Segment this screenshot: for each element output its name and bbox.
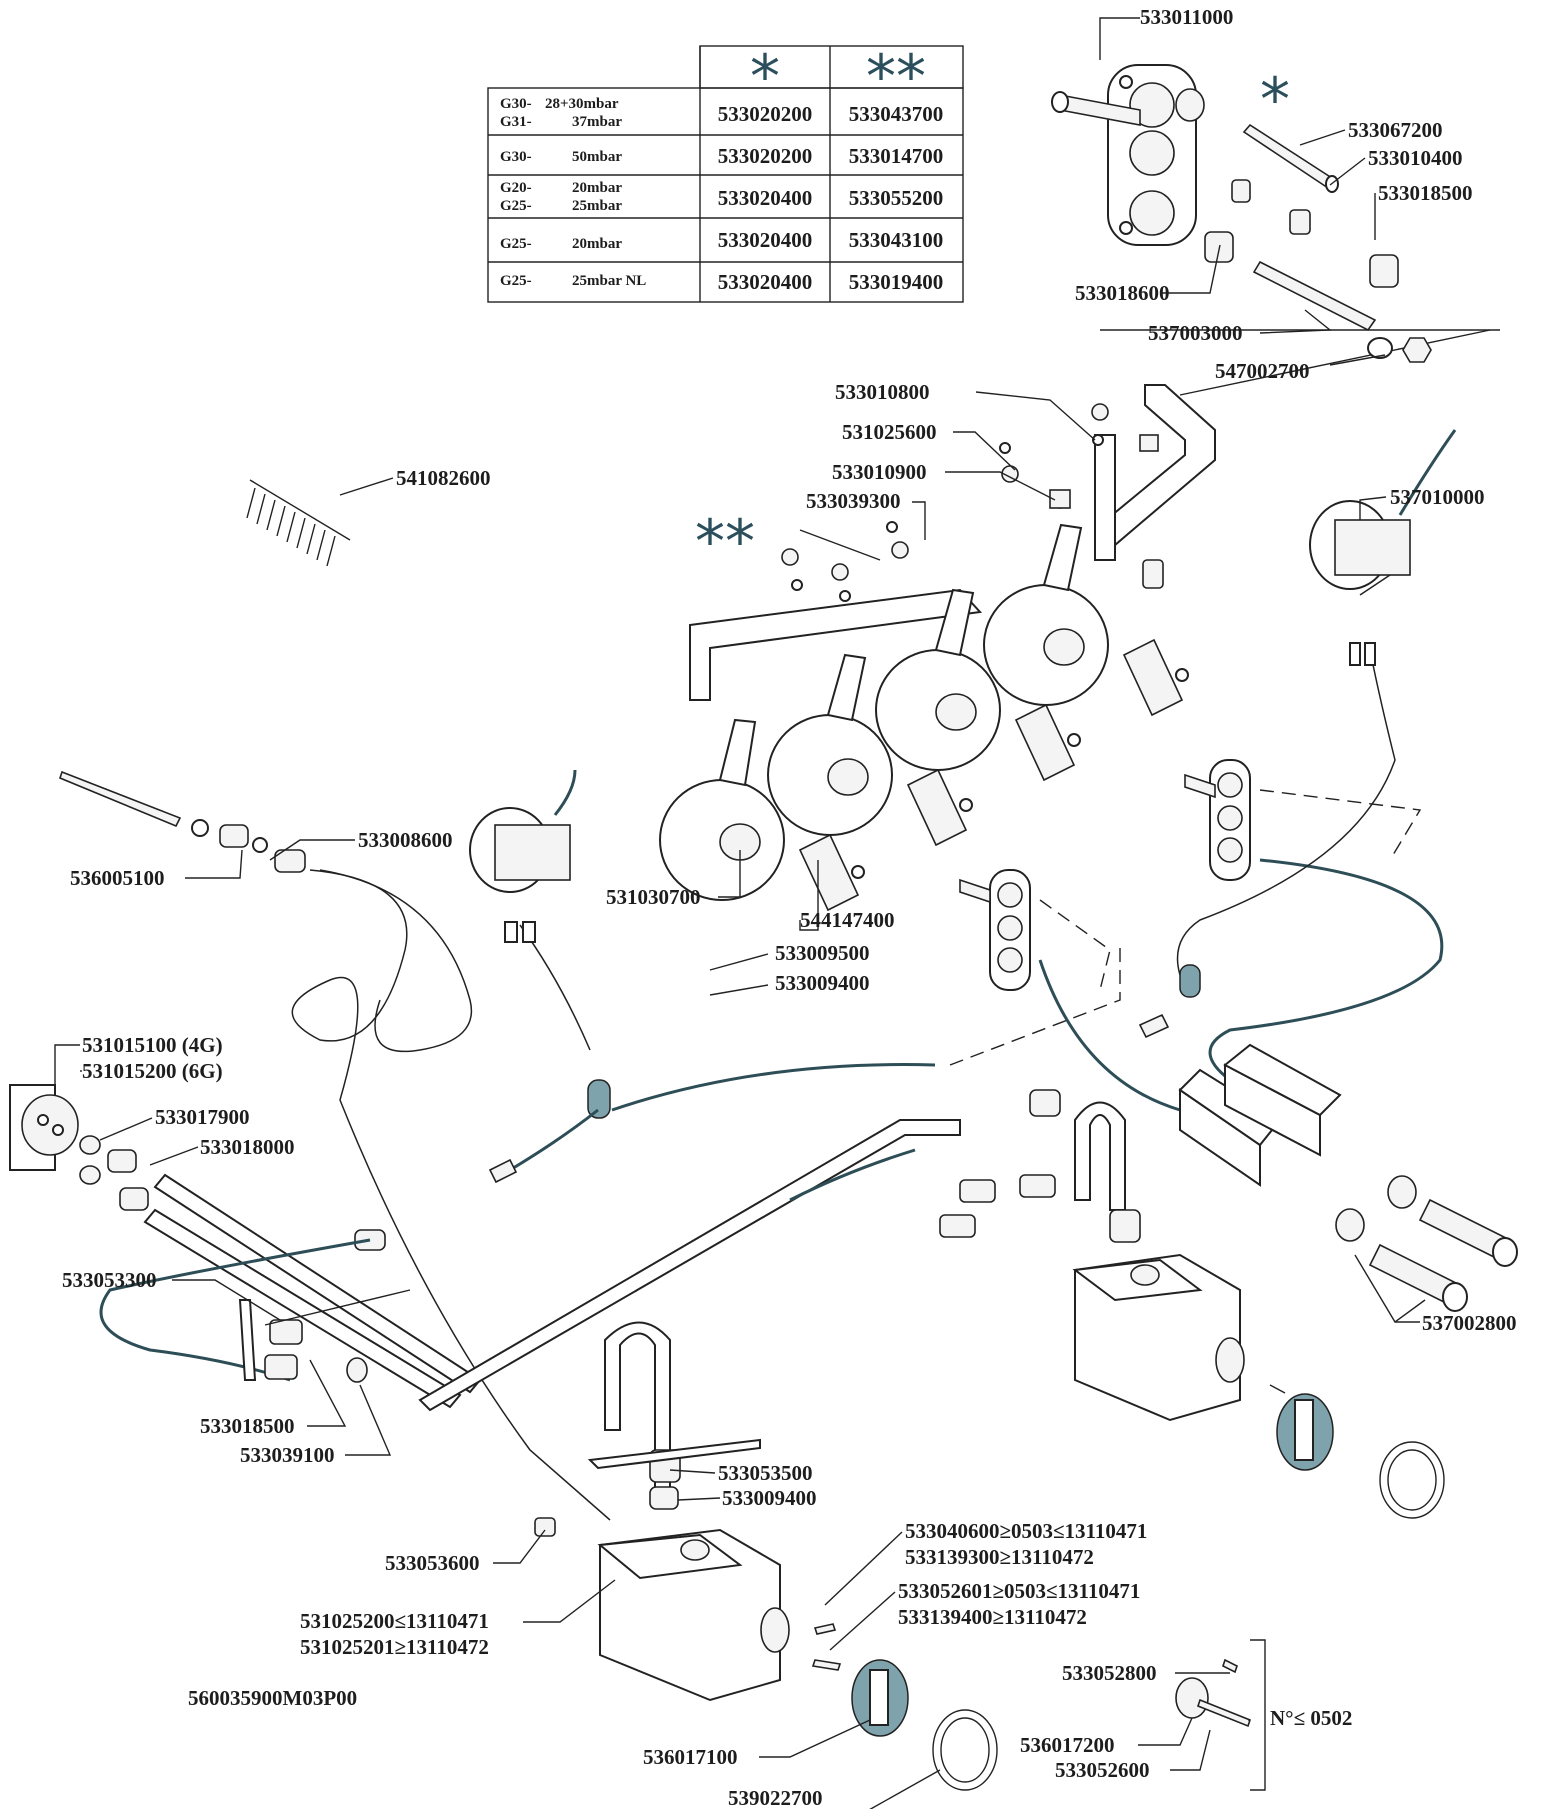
table-header-double-star: ** xyxy=(866,42,926,112)
row-spec: 28+30mbar xyxy=(545,96,619,112)
igniter-and-manifold xyxy=(9,1084,1126,1491)
row-spec: 20mbar xyxy=(572,236,622,252)
label-541082600: 541082600 xyxy=(396,466,491,490)
label-533067200: 533067200 xyxy=(1348,118,1443,142)
label-533040600: 533040600≥0503≤13110471 xyxy=(905,1519,1147,1543)
label-533011000: 533011000 xyxy=(1140,5,1233,29)
leader-lines xyxy=(54,17,1426,1809)
label-533009500: 533009500 xyxy=(775,941,870,965)
label-533052800: 533052800 xyxy=(1062,1661,1157,1685)
row-gas: G30- xyxy=(500,149,532,165)
label-537002800: 537002800 xyxy=(1422,1311,1517,1335)
row-spec: 50mbar xyxy=(572,149,622,165)
row-spec-2: 25mbar xyxy=(572,198,622,214)
label-531015100: 531015100 (4G) xyxy=(82,1033,223,1057)
part-labels: 533011000 533067200 533010400 533018500 … xyxy=(62,5,1517,1809)
table-row: G20- 20mbar G25- 25mbar 533020400 533055… xyxy=(500,180,943,214)
label-533139400: 533139400≥13110472 xyxy=(898,1605,1087,1629)
label-533052600: 533052600 xyxy=(1055,1758,1150,1782)
wire-comb xyxy=(246,479,351,567)
label-536005100: 536005100 xyxy=(70,866,165,890)
row-part-double: 533019400 xyxy=(849,270,944,294)
label-533053300: 533053300 xyxy=(62,1268,157,1292)
row-gas: G25- xyxy=(500,236,532,252)
label-536017100: 536017100 xyxy=(643,1745,738,1769)
label-533010900: 533010900 xyxy=(832,460,927,484)
gas-valve-left xyxy=(534,1438,998,1791)
star-marker-single: * xyxy=(1260,65,1290,135)
gas-parts-table: * ** G30- 28+30mbar G31- 37mbar 53302020… xyxy=(487,42,964,303)
burner-assembly xyxy=(659,384,1216,912)
knob-adapter-detail xyxy=(1175,1639,1266,1791)
row-gas-2: G25- xyxy=(500,198,532,214)
label-531025201: 531025201≥13110472 xyxy=(300,1635,489,1659)
label-533052601: 533052601≥0503≤13110471 xyxy=(898,1579,1140,1603)
row-spec: 25mbar NL xyxy=(572,273,646,289)
row-part-single: 533020200 xyxy=(718,102,813,126)
label-533008600: 533008600 xyxy=(358,828,453,852)
label-533010400: 533010400 xyxy=(1368,146,1463,170)
serial-number-note: N°≤ 0502 xyxy=(1270,1706,1352,1730)
document-code: 560035900M03P00 xyxy=(188,1686,357,1710)
label-547002700: 547002700 xyxy=(1215,359,1310,383)
table-row: G25- 25mbar NL 533020400 533019400 xyxy=(500,270,943,294)
thermostat-right xyxy=(1309,429,1457,596)
label-533018500: 533018500 xyxy=(1378,181,1473,205)
table-row: G30- 28+30mbar G31- 37mbar 533020200 533… xyxy=(500,96,943,130)
row-spec-2: 37mbar xyxy=(572,114,622,130)
label-537003000: 537003000 xyxy=(1148,321,1243,345)
row-gas-2: G31- xyxy=(500,114,532,130)
label-533009400-b: 533009400 xyxy=(722,1486,817,1510)
label-533039300: 533039300 xyxy=(806,489,901,513)
label-533139300: 533139300≥13110472 xyxy=(905,1545,1094,1569)
table-row: G30- 50mbar 533020200 533014700 xyxy=(500,144,943,168)
table-row: G25- 20mbar 533020400 533043100 xyxy=(500,228,943,252)
pilot-assembly-detail xyxy=(1051,64,1500,396)
label-531025600: 531025600 xyxy=(842,420,937,444)
row-part-double: 533055200 xyxy=(849,186,944,210)
row-part-double: 533014700 xyxy=(849,144,944,168)
label-539022700: 539022700 xyxy=(728,1786,823,1809)
row-part-single: 533020400 xyxy=(718,270,813,294)
label-533053500: 533053500 xyxy=(718,1461,813,1485)
label-536017200: 536017200 xyxy=(1020,1733,1115,1757)
row-part-single: 533020400 xyxy=(718,228,813,252)
label-533018600: 533018600 xyxy=(1075,281,1170,305)
table-header-single-star: * xyxy=(750,42,780,112)
row-gas: G30- xyxy=(500,96,532,112)
row-part-double: 533043100 xyxy=(849,228,944,252)
label-533018000: 533018000 xyxy=(200,1135,295,1159)
probe-left xyxy=(59,770,611,1521)
pilot-set-right xyxy=(1138,642,1444,1157)
label-531015200: 531015200 (6G) xyxy=(82,1059,223,1083)
label-533009400: 533009400 xyxy=(775,971,870,995)
row-spec: 20mbar xyxy=(572,180,622,196)
label-537010000: 537010000 xyxy=(1390,485,1485,509)
star-marker-double: ** xyxy=(695,507,755,577)
row-gas: G25- xyxy=(500,273,532,289)
label-533018500-b: 533018500 xyxy=(200,1414,295,1438)
label-533017900: 533017900 xyxy=(155,1105,250,1129)
label-544147400: 544147400 xyxy=(800,908,895,932)
gas-valve-right xyxy=(1072,1209,1445,1519)
row-gas: G20- xyxy=(500,180,532,196)
label-531025200: 531025200≤13110471 xyxy=(300,1609,489,1633)
label-533010800: 533010800 xyxy=(835,380,930,404)
row-part-double: 533043700 xyxy=(849,102,944,126)
label-533053600: 533053600 xyxy=(385,1551,480,1575)
right-thermocouple-parts xyxy=(1335,1175,1518,1312)
label-531030700: 531030700 xyxy=(606,885,701,909)
row-part-single: 533020200 xyxy=(718,144,813,168)
label-533039100: 533039100 xyxy=(240,1443,335,1467)
thermostat-left xyxy=(469,769,1121,1184)
row-part-single: 533020400 xyxy=(718,186,813,210)
